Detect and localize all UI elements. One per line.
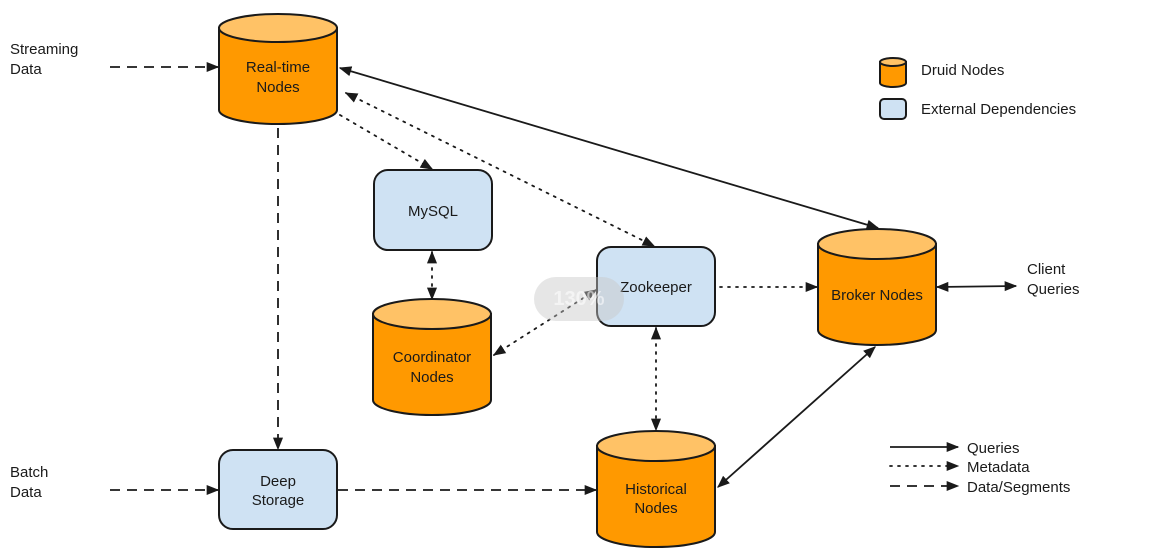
node-deep-storage-label-2: Storage [252, 492, 305, 509]
edge-broker-historical-queries [717, 346, 876, 488]
node-coordinator-label-1: Coordinator [393, 349, 471, 366]
node-deep-storage: Deep Storage [218, 449, 338, 530]
zoom-level-indicator: 130% [534, 277, 624, 321]
legend-metadata-label: Metadata [967, 459, 1030, 476]
batch-data-label-1: Batch [10, 464, 48, 481]
edge-realtime-mysql-metadata [339, 114, 434, 170]
legend-data-segments-label: Data/Segments [967, 479, 1070, 496]
legend-druid-nodes-label: Druid Nodes [921, 62, 1004, 79]
node-zookeeper-label: Zookeeper [620, 279, 692, 296]
cylinder-icon [879, 57, 907, 88]
client-queries-label-1: Client [1027, 261, 1066, 278]
legend-external-deps-label: External Dependencies [921, 101, 1076, 118]
legend-queries-label: Queries [967, 440, 1020, 457]
rounded-box-icon [879, 98, 907, 120]
edges [110, 61, 1018, 496]
legend-node-types: Druid Nodes External Dependencies [879, 57, 1076, 120]
client-queries-label-2: Queries [1027, 281, 1080, 298]
node-historical: Historical Nodes [596, 430, 716, 548]
node-coordinator-label-2: Nodes [410, 369, 453, 386]
streaming-data-label-1: Streaming [10, 41, 78, 58]
node-coordinator: Coordinator Nodes [372, 298, 492, 416]
zoom-level-text: 130% [553, 287, 605, 310]
node-mysql-label: MySQL [408, 203, 458, 220]
edge-broker-client-queries [935, 281, 1018, 292]
node-realtime-label-2: Nodes [256, 79, 299, 96]
legend-edge-types [889, 441, 960, 492]
node-realtime-label-1: Real-time [246, 59, 310, 76]
node-realtime: Real-time Nodes [218, 13, 338, 125]
node-mysql: MySQL [373, 169, 493, 251]
node-historical-label-1: Historical [625, 481, 687, 498]
node-historical-label-2: Nodes [634, 500, 677, 517]
batch-data-label-2: Data [10, 484, 42, 501]
edge-realtime-zookeeper-metadata [344, 92, 656, 247]
node-deep-storage-label-1: Deep [260, 473, 296, 490]
node-broker-label: Broker Nodes [831, 287, 923, 304]
node-broker: Broker Nodes [817, 228, 937, 346]
node-zookeeper: Zookeeper [596, 246, 716, 327]
streaming-data-label-2: Data [10, 61, 42, 78]
